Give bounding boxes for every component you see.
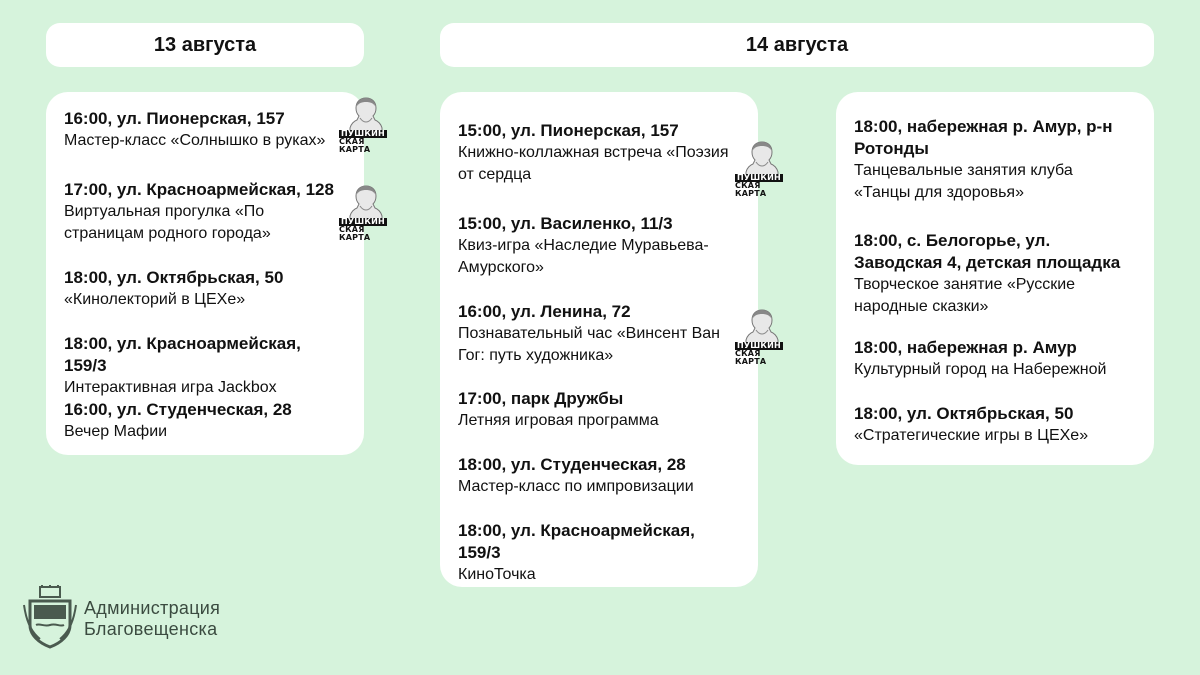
badge-line: СКАЯ xyxy=(339,225,365,234)
event-item: 18:00, ул. Октябрьская, 50 «Кинолекторий… xyxy=(64,267,346,311)
organization-name: Администрация Благовещенска xyxy=(84,598,220,640)
badge-line: СКАЯ xyxy=(339,137,365,146)
event-description: Летняя игровая программа xyxy=(458,412,659,429)
schedule-card-14-august-left: 15:00, ул. Пионерская, 157 Книжно-коллаж… xyxy=(440,92,758,587)
pushkin-card-badge: ПУШКИН СКАЯ КАРТА xyxy=(339,184,395,246)
event-item: 16:00, ул. Студенческая, 28 Вечер Мафии xyxy=(64,399,346,443)
pushkin-portrait-icon xyxy=(349,185,383,222)
event-time-place: 18:00, набережная р. Амур xyxy=(854,338,1077,357)
event-description: Творческое занятие «Русские народные ска… xyxy=(854,276,1076,315)
pushkin-card-badge: ПУШКИН СКАЯ КАРТА xyxy=(735,140,791,202)
schedule-card-13-august: 16:00, ул. Пионерская, 157 Мастер-класс … xyxy=(46,92,364,455)
event-item: 18:00, ул. Красноармейская, 159/3 КиноТо… xyxy=(458,520,740,586)
event-item: 17:00, парк Дружбы Летняя игровая програ… xyxy=(458,388,740,432)
event-item: 18:00, набережная р. Амур Культурный гор… xyxy=(854,337,1136,381)
pushkin-card-wordmark: ПУШКИН СКАЯ КАРТА xyxy=(735,342,791,366)
pushkin-card-badge: ПУШКИН СКАЯ КАРТА xyxy=(339,96,395,158)
pushkin-card-wordmark: ПУШКИН СКАЯ КАРТА xyxy=(735,174,791,198)
event-item: 18:00, ул. Студенческая, 28 Мастер-класс… xyxy=(458,454,740,498)
event-item: 15:00, ул. Пионерская, 157 Книжно-коллаж… xyxy=(458,120,740,186)
org-line: Благовещенска xyxy=(84,619,218,639)
date-header-14-august: 14 августа xyxy=(440,23,1154,67)
pushkin-portrait-icon xyxy=(745,141,779,178)
event-item: 15:00, ул. Василенко, 11/3 Квиз-игра «На… xyxy=(458,213,740,279)
event-description: Танцевальные занятия клуба «Танцы для зд… xyxy=(854,162,1073,201)
event-time-place: 16:00, ул. Студенческая, 28 xyxy=(64,400,292,419)
event-description: Книжно-коллажная встреча «Поэзия от серд… xyxy=(458,144,729,183)
event-description: Культурный город на Набережной xyxy=(854,361,1107,378)
event-description: Вечер Мафии xyxy=(64,423,168,440)
event-description: Мастер-класс «Солнышко в руках» xyxy=(64,132,326,149)
date-label: 13 августа xyxy=(153,33,257,56)
event-time-place: 15:00, ул. Василенко, 11/3 xyxy=(458,214,673,233)
event-time-place: 18:00, ул. Красноармейская, 159/3 xyxy=(64,334,301,375)
date-header-13-august: 13 августа xyxy=(46,23,364,67)
event-time-place: 18:00, ул. Студенческая, 28 xyxy=(458,455,686,474)
event-item: 16:00, ул. Ленина, 72 Познавательный час… xyxy=(458,301,740,367)
event-time-place: 18:00, ул. Красноармейская, 159/3 xyxy=(458,521,695,562)
event-description: «Стратегические игры в ЦЕХе» xyxy=(854,427,1089,444)
event-item: 16:00, ул. Пионерская, 157 Мастер-класс … xyxy=(64,108,330,152)
event-item: 18:00, набережная р. Амур, р-н Ротонды Т… xyxy=(854,116,1136,204)
event-time-place: 18:00, набережная р. Амур, р-н Ротонды xyxy=(854,117,1113,158)
event-description: КиноТочка xyxy=(458,566,536,583)
badge-line: КАРТА xyxy=(339,233,371,242)
event-description: Виртуальная прогулка «По страницам родно… xyxy=(64,203,271,242)
event-description: Квиз-игра «Наследие Муравьева-Амурского» xyxy=(458,237,709,276)
event-time-place: 17:00, парк Дружбы xyxy=(458,389,624,408)
badge-line: СКАЯ xyxy=(735,349,761,358)
badge-line: КАРТА xyxy=(339,145,371,154)
event-time-place: 16:00, ул. Ленина, 72 xyxy=(458,302,631,321)
city-coat-of-arms-icon xyxy=(23,585,77,649)
badge-line: ПУШКИН xyxy=(735,173,783,182)
event-item: 18:00, с. Белогорье, ул. Заводская 4, де… xyxy=(854,230,1136,318)
event-time-place: 17:00, ул. Красноармейская, 128 xyxy=(64,180,334,199)
event-time-place: 18:00, с. Белогорье, ул. Заводская 4, де… xyxy=(854,231,1121,272)
pushkin-card-wordmark: ПУШКИН СКАЯ КАРТА xyxy=(339,130,395,154)
event-time-place: 16:00, ул. Пионерская, 157 xyxy=(64,109,285,128)
event-description: «Кинолекторий в ЦЕХе» xyxy=(64,291,246,308)
event-time-place: 15:00, ул. Пионерская, 157 xyxy=(458,121,679,140)
org-line: Администрация xyxy=(84,598,221,618)
event-item: 18:00, ул. Красноармейская, 159/3 Интера… xyxy=(64,333,346,399)
schedule-card-14-august-right: 18:00, набережная р. Амур, р-н Ротонды Т… xyxy=(836,92,1154,465)
event-item: 18:00, ул. Октябрьская, 50 «Стратегическ… xyxy=(854,403,1136,447)
pushkin-portrait-icon xyxy=(349,97,383,134)
badge-line: КАРТА xyxy=(735,189,767,198)
event-description: Мастер-класс по импровизации xyxy=(458,478,694,495)
pushkin-card-badge: ПУШКИН СКАЯ КАРТА xyxy=(735,308,791,370)
event-time-place: 18:00, ул. Октябрьская, 50 xyxy=(64,268,284,287)
event-description: Познавательный час «Винсент Ван Гог: пут… xyxy=(458,325,720,364)
badge-line: СКАЯ xyxy=(735,181,761,190)
event-item: 17:00, ул. Красноармейская, 128 Виртуаль… xyxy=(64,179,334,245)
date-label: 14 августа xyxy=(745,33,849,56)
badge-line: ПУШКИН xyxy=(339,217,387,226)
badge-line: ПУШКИН xyxy=(735,341,783,350)
badge-line: КАРТА xyxy=(735,357,767,366)
event-description: Интерактивная игра Jackbox xyxy=(64,379,277,396)
pushkin-portrait-icon xyxy=(745,309,779,346)
badge-line: ПУШКИН xyxy=(339,129,387,138)
pushkin-card-wordmark: ПУШКИН СКАЯ КАРТА xyxy=(339,218,395,242)
event-time-place: 18:00, ул. Октябрьская, 50 xyxy=(854,404,1074,423)
